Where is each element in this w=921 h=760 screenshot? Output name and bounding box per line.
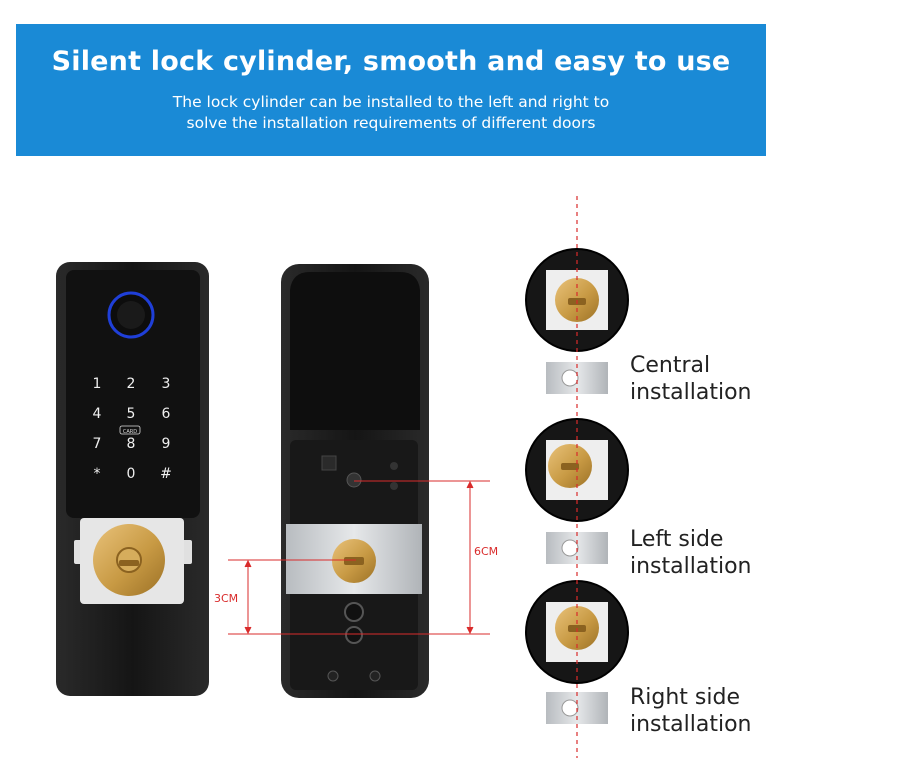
label-left-side: Left side installation <box>630 526 751 580</box>
label-central-line-2: installation <box>630 380 752 405</box>
card-badge: CARD <box>123 429 137 435</box>
label-central-line-1: Central <box>630 353 711 378</box>
front-lock-panel: 1 2 3 4 5 6 7 8 9 * 0 # CARD <box>56 262 209 696</box>
key-0: 0 <box>127 466 136 482</box>
dimension-3cm: 3CM <box>214 592 239 605</box>
key-hash: # <box>160 466 172 482</box>
key-5: 5 <box>127 406 136 422</box>
key-9: 9 <box>162 436 171 452</box>
header-banner: Silent lock cylinder, smooth and easy to… <box>16 24 766 156</box>
label-left-side-line-1: Left side <box>630 527 724 552</box>
keypad: 1 2 3 4 5 6 7 8 9 * 0 # <box>93 376 172 482</box>
banner-subtitle: The lock cylinder can be installed to th… <box>16 92 766 134</box>
key-3: 3 <box>162 376 171 392</box>
label-right-side: Right side installation <box>630 684 751 738</box>
label-central: Central installation <box>630 352 751 406</box>
key-star: * <box>94 466 101 482</box>
key-6: 6 <box>162 406 171 422</box>
label-left-side-line-2: installation <box>630 554 752 579</box>
key-2: 2 <box>127 376 136 392</box>
label-right-side-line-2: installation <box>630 712 752 737</box>
key-7: 7 <box>93 436 102 452</box>
banner-subtitle-line-1: The lock cylinder can be installed to th… <box>172 93 610 111</box>
dimension-6cm: 6CM <box>474 545 499 558</box>
banner-subtitle-line-2: solve the installation requirements of d… <box>186 114 596 132</box>
label-right-side-line-1: Right side <box>630 685 740 710</box>
dimension-lines <box>228 480 490 635</box>
banner-title: Silent lock cylinder, smooth and easy to… <box>51 46 731 77</box>
key-8: 8 <box>127 436 136 452</box>
key-1: 1 <box>93 376 102 392</box>
key-4: 4 <box>93 406 102 422</box>
